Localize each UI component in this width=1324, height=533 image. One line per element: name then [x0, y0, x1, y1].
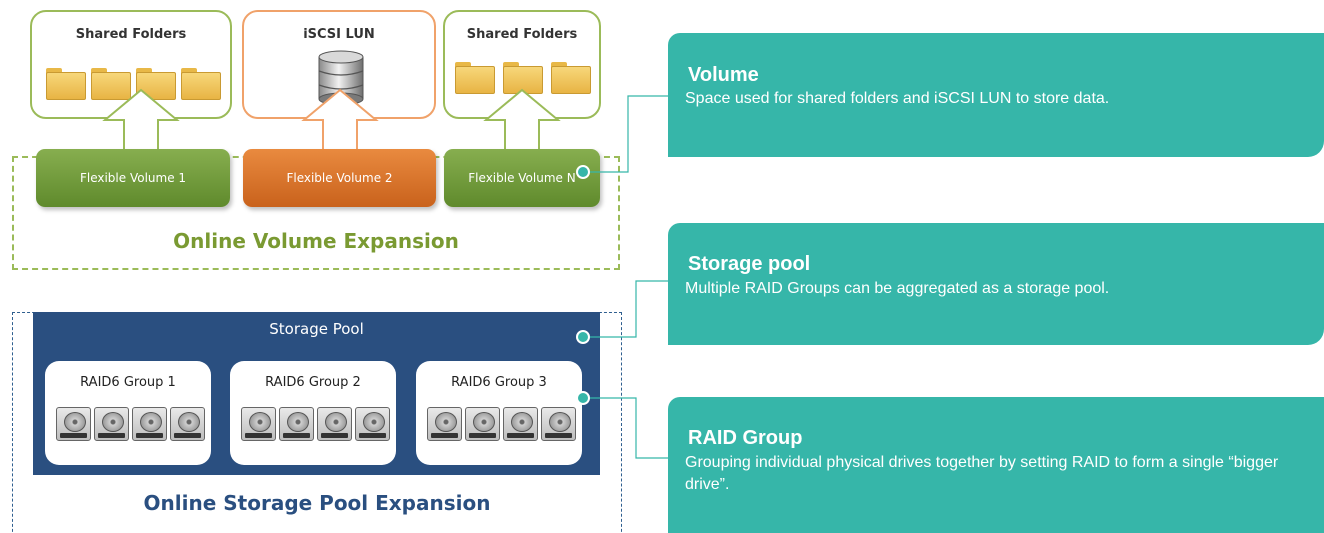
hard-drive-icon [427, 407, 462, 441]
online-storage-pool-expansion-label: Online Storage Pool Expansion [143, 491, 491, 515]
hard-drive-icon [541, 407, 576, 441]
storage-pool-card-description: Multiple RAID Groups can be aggregated a… [685, 280, 1110, 297]
storage-pool-card-title: Storage pool [688, 253, 811, 275]
flexible-volume-2: Flexible Volume 2 [243, 149, 436, 207]
raid-group-connector-dot [576, 391, 590, 405]
folder-icon [46, 68, 86, 100]
raid-group-card-title: RAID Group [688, 427, 803, 449]
hard-drive-icon [241, 407, 276, 441]
flexible-volume-1: Flexible Volume 1 [36, 149, 230, 207]
hard-drive-icon [317, 407, 352, 441]
raid-group-label: RAID6 Group 2 [265, 375, 361, 390]
folder-icon [455, 62, 495, 94]
hard-drive-icon [132, 407, 167, 441]
shared-folders-title-2: Shared Folders [466, 27, 578, 42]
raid-group-1: RAID6 Group 1 [45, 361, 211, 465]
online-volume-expansion-label: Online Volume Expansion [173, 229, 459, 253]
volume-card-description: Space used for shared folders and iSCSI … [685, 90, 1110, 107]
iscsi-lun-title: iSCSI LUN [303, 27, 375, 42]
folder-icon [181, 68, 221, 100]
raid-group-label: RAID6 Group 1 [80, 375, 176, 390]
shared-folders-title-1: Shared Folders [75, 27, 187, 42]
storage-pool-title: Storage Pool [269, 320, 364, 338]
folder-icon [551, 62, 591, 94]
folder-icon [91, 68, 131, 100]
hard-drive-icon [56, 407, 91, 441]
storage-pool-connector-dot [576, 330, 590, 344]
volume-card: Volume Space used for shared folders and… [668, 33, 1324, 157]
hard-drive-icon [170, 407, 205, 441]
hard-drive-icon [355, 407, 390, 441]
storage-pool-card: Storage pool Multiple RAID Groups can be… [668, 223, 1324, 345]
flexible-volume-n: Flexible Volume N [444, 149, 600, 207]
raid-group-card: RAID Group Grouping individual physical … [668, 397, 1324, 533]
hard-drive-icon [503, 407, 538, 441]
raid-group-3: RAID6 Group 3 [416, 361, 582, 465]
raid-group-label: RAID6 Group 3 [451, 375, 547, 390]
hard-drive-icon [94, 407, 129, 441]
volume-connector-dot [576, 165, 590, 179]
hard-drive-icon [279, 407, 314, 441]
hard-drive-icon [465, 407, 500, 441]
volume-card-title: Volume [688, 64, 759, 86]
raid-group-2: RAID6 Group 2 [230, 361, 396, 465]
storage-pool-block: Storage Pool RAID6 Group 1 RAID6 Group 2… [33, 312, 600, 475]
raid-group-card-description: Grouping individual physical drives toge… [685, 454, 1279, 493]
